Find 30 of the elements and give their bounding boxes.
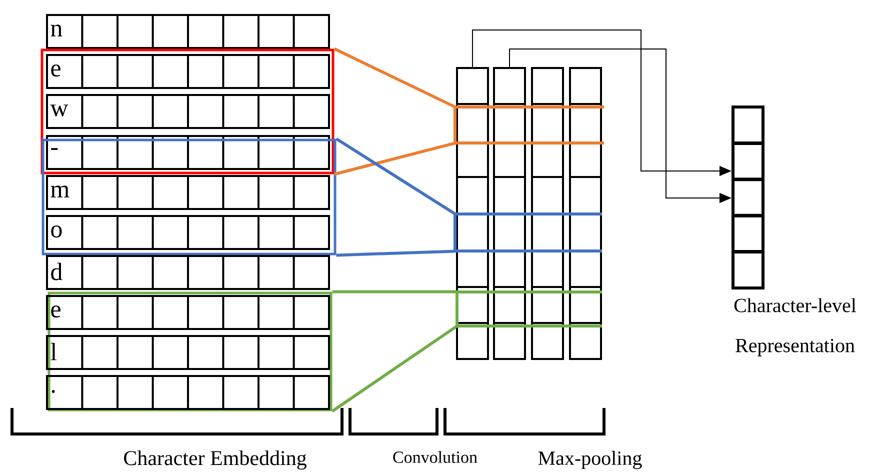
embedding-row: e: [46, 295, 330, 330]
embedding-row: e: [46, 54, 330, 89]
connector-line: [334, 47, 456, 108]
section-label: Character Embedding: [124, 450, 306, 470]
embedding-row: m: [46, 175, 330, 210]
connector-line: [334, 142, 456, 176]
window-frame: [48, 292, 332, 412]
vector-drawing: Character-level Representation: [732, 106, 856, 356]
connector-line: [336, 250, 455, 257]
highlight-band: [454, 106, 604, 144]
embedding-row: d: [46, 255, 330, 290]
connector-line: [335, 137, 456, 216]
section-label: Convolution: [393, 451, 478, 463]
window-frame: [42, 138, 336, 256]
connector-line: [332, 290, 457, 294]
feature-map-column: [569, 67, 602, 360]
embedding-row: w: [46, 94, 330, 129]
feature-map-column: [493, 67, 526, 360]
highlight-band: [456, 290, 602, 328]
embedding-row: n: [46, 14, 330, 49]
node-label: Character-level Representation: [734, 298, 856, 356]
embedding-row: o: [46, 215, 330, 250]
embedding-row: l: [46, 335, 330, 370]
highlight-band: [454, 212, 602, 252]
feature-map-column: [531, 67, 564, 360]
window-frame: [40, 48, 334, 174]
embedding-row: .: [46, 375, 330, 410]
section-label: Max-pooling: [538, 450, 642, 470]
feature-map-column: [456, 67, 489, 360]
connector-line: [331, 324, 458, 412]
